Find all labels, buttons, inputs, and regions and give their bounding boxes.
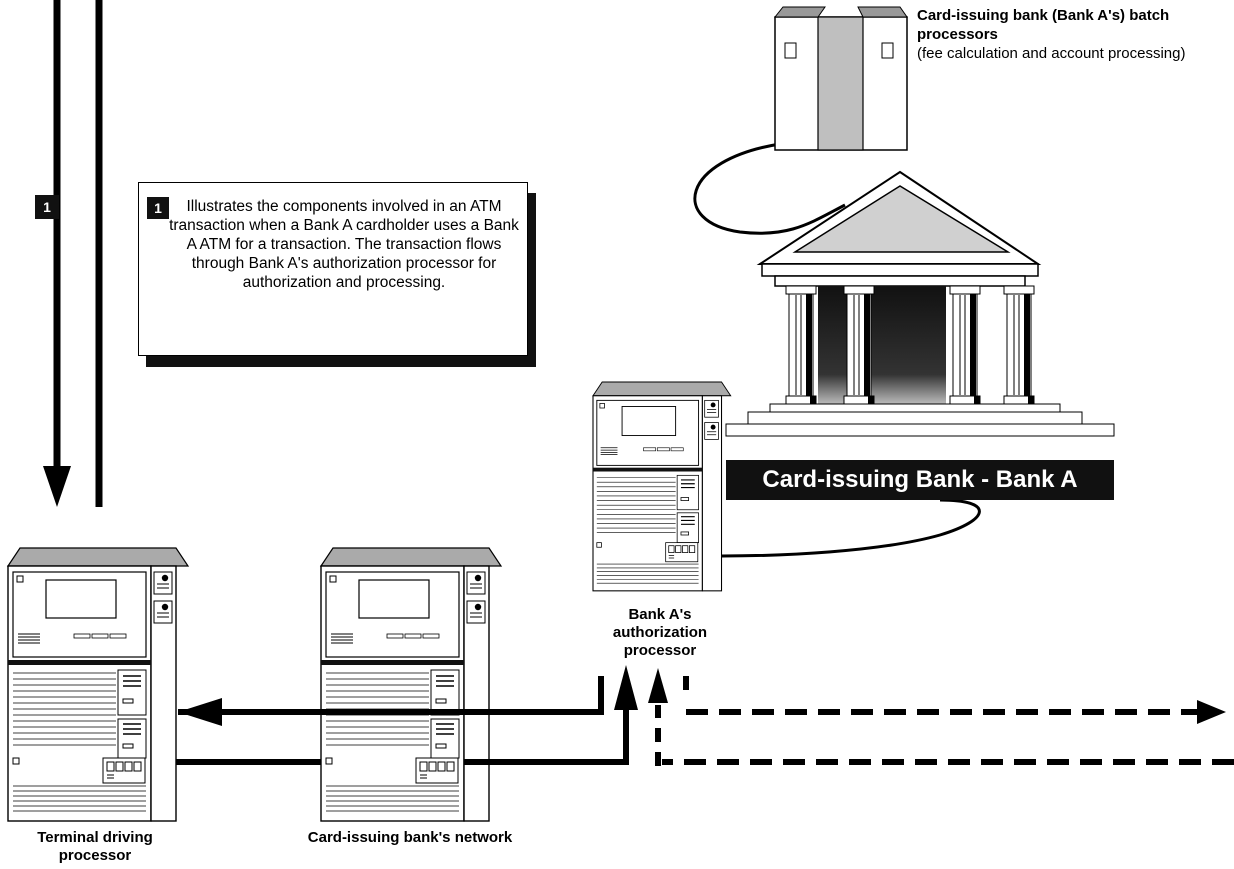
batch-processor-subtitle: (fee calculation and account processing) <box>917 45 1186 62</box>
dashed-outgoing-arrow <box>683 676 1226 724</box>
authorization-processor-label: Bank A's authorization processor <box>612 606 708 659</box>
batch-processor-label: Card-issuing bank (Bank A's) batch proce… <box>917 6 1227 63</box>
incoming-flow-arrow <box>43 0 71 507</box>
callout-box: 1 Illustrates the components involved in… <box>138 182 528 356</box>
authorization-processor <box>592 381 732 592</box>
return-flow-arrow <box>178 676 604 726</box>
dashed-incoming-arrow <box>648 668 1234 766</box>
network-processor <box>320 547 502 822</box>
batch-processor-mainframe <box>693 6 908 235</box>
bank-building <box>721 170 1115 558</box>
terminal-processor-label: Terminal driving processor <box>37 829 153 864</box>
network-processor-label: Card-issuing bank's network <box>307 829 513 846</box>
callout-description: Illustrates the components involved in a… <box>169 198 519 291</box>
terminal-driving-processor <box>7 547 189 822</box>
bank-name-banner: Card-issuing Bank - Bank A <box>726 460 1114 500</box>
request-flow-arrow <box>176 665 638 765</box>
callout-step-number: 1 <box>147 197 169 219</box>
batch-processor-title: Card-issuing bank (Bank A's) batch proce… <box>917 7 1170 43</box>
flow-step-badge: 1 <box>35 195 59 219</box>
